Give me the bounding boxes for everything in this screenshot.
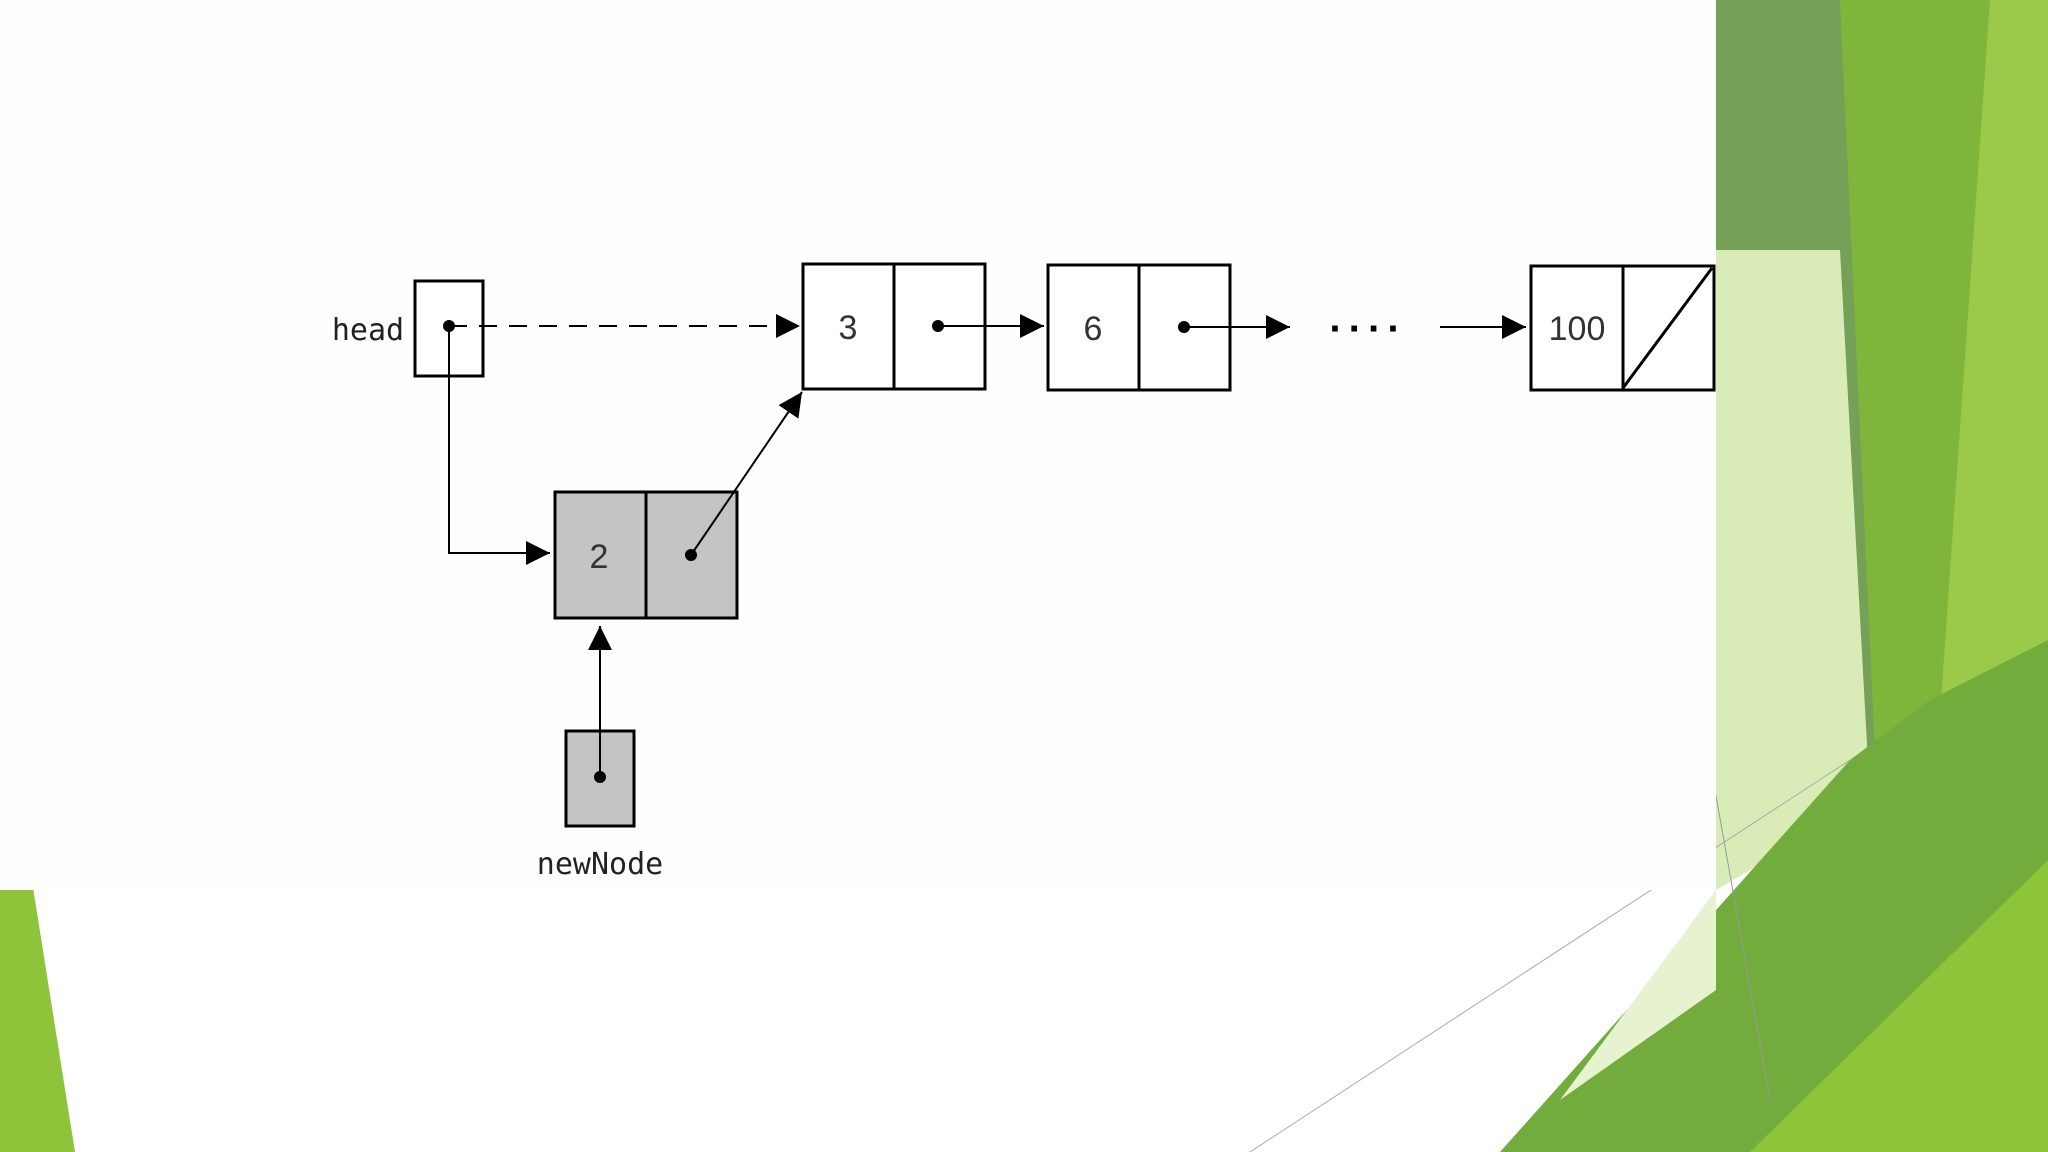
head-to-newnode-arrow <box>448 326 550 565</box>
newnode-label: newNode <box>537 847 663 882</box>
list-node-tail: 100 <box>1529 264 1716 392</box>
head-label: head <box>332 313 404 348</box>
null-pointer-slash <box>1621 267 1714 389</box>
list-node-2-value-cell <box>1046 263 1141 392</box>
list-ellipsis: ···· <box>1329 307 1406 351</box>
list-node-tail-value: 100 <box>1549 310 1606 348</box>
right-pale-panel <box>1716 250 1870 890</box>
list-node-2: 6 <box>1046 263 1290 392</box>
new-node-next-arrow <box>690 391 803 556</box>
bottom-right-light <box>1750 860 2048 1152</box>
new-node: 2 <box>553 391 803 620</box>
head-pointer: head <box>332 279 800 565</box>
list-node-1-value: 3 <box>839 309 858 347</box>
new-node-value: 2 <box>590 538 609 576</box>
newnode-pointer: newNode <box>537 626 663 882</box>
thin-line-1 <box>1249 759 1851 1152</box>
list-node-1: 3 <box>801 262 1044 391</box>
bottom-pale-sliver <box>1560 890 1716 1100</box>
new-node-value-cell <box>553 490 648 620</box>
diagram-image-area <box>0 0 1716 890</box>
list-node-2-value: 6 <box>1084 310 1103 348</box>
list-node-tail-value-cell <box>1529 264 1625 392</box>
